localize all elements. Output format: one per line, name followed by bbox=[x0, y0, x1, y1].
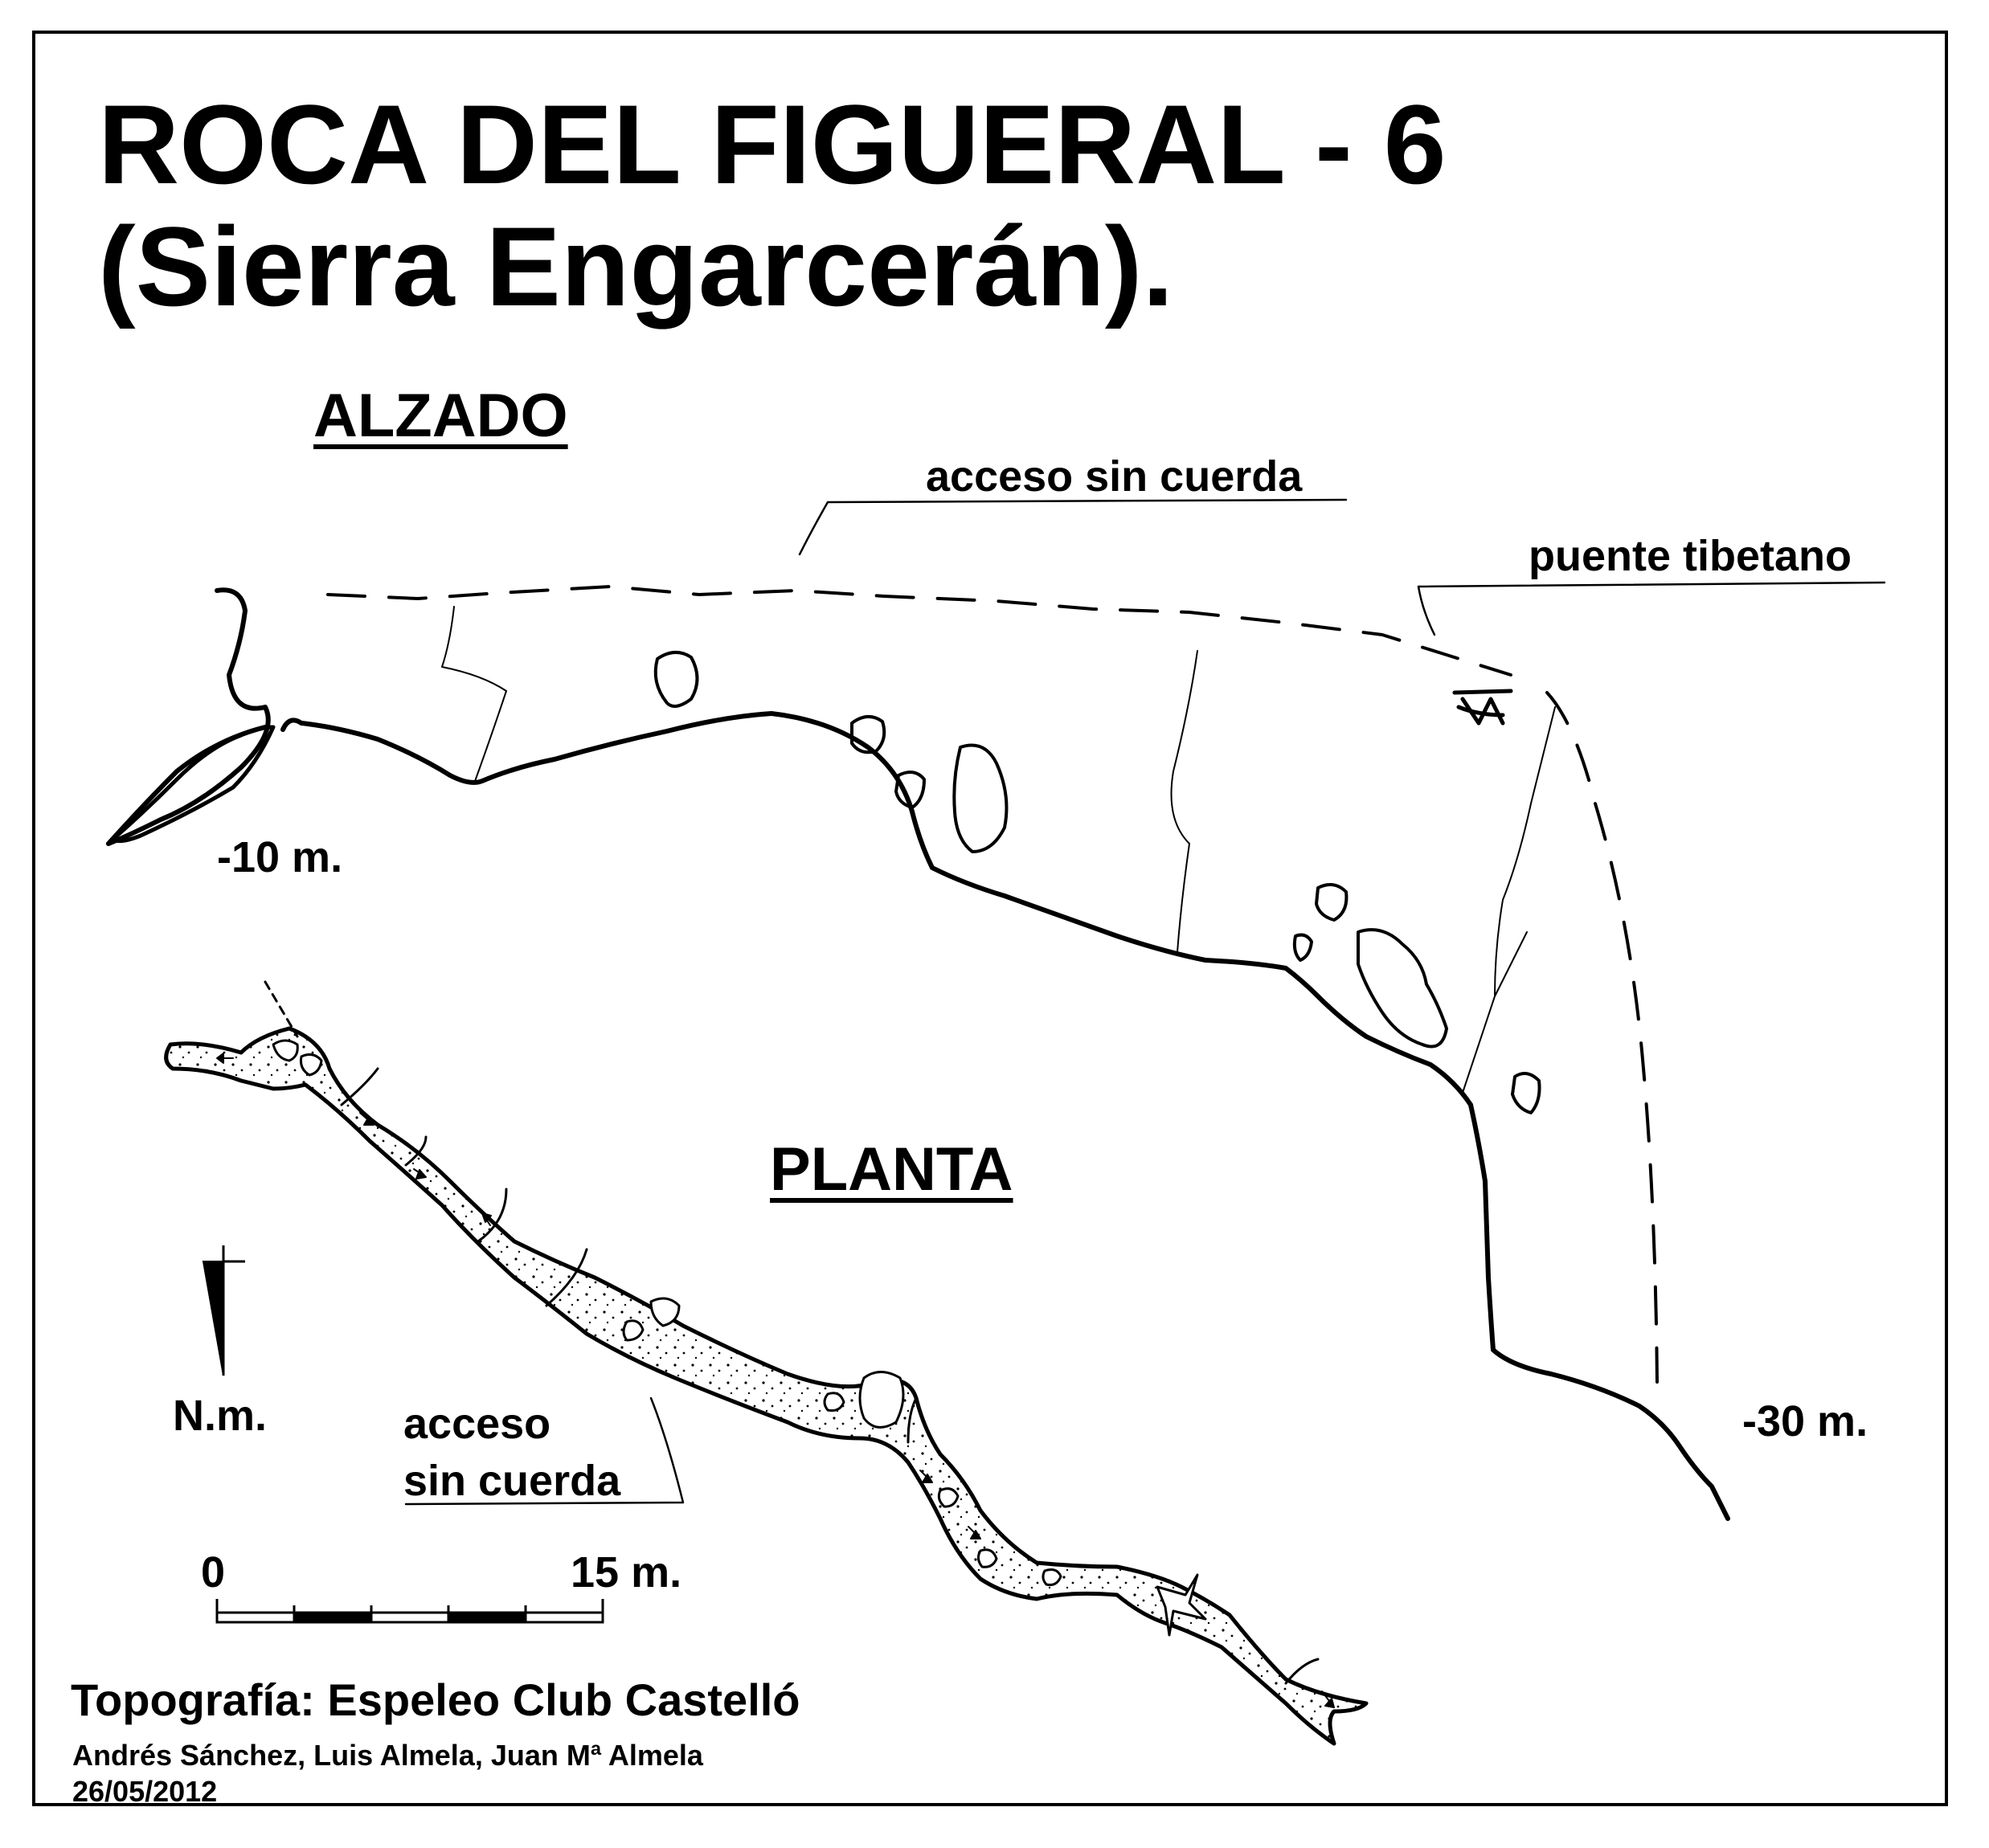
boulder bbox=[1315, 883, 1349, 922]
slope-arrow bbox=[1321, 1691, 1335, 1708]
fracture-line bbox=[1170, 650, 1198, 953]
passage-section bbox=[340, 1067, 379, 1106]
passage-section bbox=[1284, 1658, 1320, 1685]
slope-arrows bbox=[216, 1053, 1335, 1708]
slope-arrow bbox=[359, 1112, 374, 1126]
plan-access-label-line1: acceso bbox=[403, 1400, 551, 1448]
plan-boulder bbox=[300, 1053, 323, 1077]
passage-section bbox=[907, 1396, 918, 1444]
fracture-line bbox=[1462, 706, 1556, 1094]
depth-label-top: -10 m. bbox=[217, 833, 343, 881]
elevation-profile bbox=[106, 498, 1886, 1521]
passage-section bbox=[477, 1188, 508, 1243]
slope-arrow bbox=[216, 1053, 234, 1064]
upper-pocket bbox=[110, 725, 276, 844]
map-title: ROCA DEL FIGUERAL - 6 bbox=[98, 81, 1447, 207]
plan-access-label-line2: sin cuerda bbox=[403, 1457, 621, 1505]
boulder bbox=[894, 771, 926, 809]
elevation-access-label: acceso sin cuerda bbox=[926, 452, 1303, 501]
boulder bbox=[952, 743, 1009, 853]
slope-arrow bbox=[968, 1526, 981, 1539]
boulder bbox=[653, 651, 699, 708]
cave-passage bbox=[164, 1026, 1369, 1746]
plan-boulder bbox=[858, 1371, 905, 1429]
boulder bbox=[1357, 928, 1448, 1049]
cave-wall-left-inner bbox=[106, 725, 268, 846]
slope-arrow bbox=[481, 1212, 492, 1226]
map-subtitle: (Sierra Engarcerán). bbox=[98, 203, 1174, 329]
depth-label-bottom: -30 m. bbox=[1742, 1397, 1868, 1445]
north-label: N.m. bbox=[173, 1392, 268, 1440]
passage-section bbox=[404, 1135, 428, 1167]
surface-dashed-line bbox=[326, 585, 1512, 677]
passage-section bbox=[545, 1248, 588, 1307]
scale-bar bbox=[215, 1599, 604, 1624]
survey-date: 26/05/2012 bbox=[72, 1775, 218, 1808]
map-frame bbox=[32, 31, 1948, 1806]
plan-boulder bbox=[622, 1319, 645, 1342]
floor-profile bbox=[285, 715, 1469, 1109]
lower-wall bbox=[1468, 1102, 1730, 1521]
plan-boulder bbox=[937, 1487, 960, 1508]
tibetan-bridge-label: puente tibetano bbox=[1529, 532, 1852, 580]
plan-heading: PLANTA bbox=[770, 1135, 1013, 1204]
entrance-dashed bbox=[264, 980, 299, 1038]
fracture-line bbox=[441, 606, 507, 784]
boulder bbox=[1511, 1072, 1541, 1114]
boulder bbox=[850, 715, 886, 754]
north-arrow bbox=[202, 1245, 245, 1376]
scale-start-label: 0 bbox=[201, 1548, 226, 1597]
plan-view bbox=[164, 980, 1369, 1746]
leader-line-access bbox=[798, 498, 1348, 556]
survey-credit: Topografía: Espeleo Club Castelló bbox=[71, 1674, 800, 1725]
main-floor bbox=[280, 711, 1473, 1107]
authors-credit: Andrés Sánchez, Luis Almela, Juan Mª Alm… bbox=[72, 1739, 703, 1772]
plan-boulder bbox=[823, 1392, 845, 1412]
bridge-anchor bbox=[1452, 689, 1513, 726]
passage-junction bbox=[1156, 1573, 1207, 1637]
elevation-heading: ALZADO bbox=[313, 382, 568, 450]
slope-arrow bbox=[919, 1470, 933, 1483]
plan-boulder bbox=[1042, 1568, 1062, 1586]
leader-line-bridge bbox=[1417, 581, 1886, 636]
cave-wall-upper-left bbox=[106, 587, 271, 846]
boulder bbox=[1292, 933, 1313, 962]
pit-wall-dashed-line bbox=[1545, 691, 1659, 1384]
scale-end-label: 15 m. bbox=[571, 1548, 682, 1597]
plan-boulder bbox=[272, 1039, 299, 1062]
plan-boulder bbox=[649, 1297, 681, 1327]
plan-boulder bbox=[976, 1548, 998, 1568]
slope-arrow bbox=[413, 1168, 427, 1180]
leader-line-plan-access bbox=[404, 1396, 685, 1506]
